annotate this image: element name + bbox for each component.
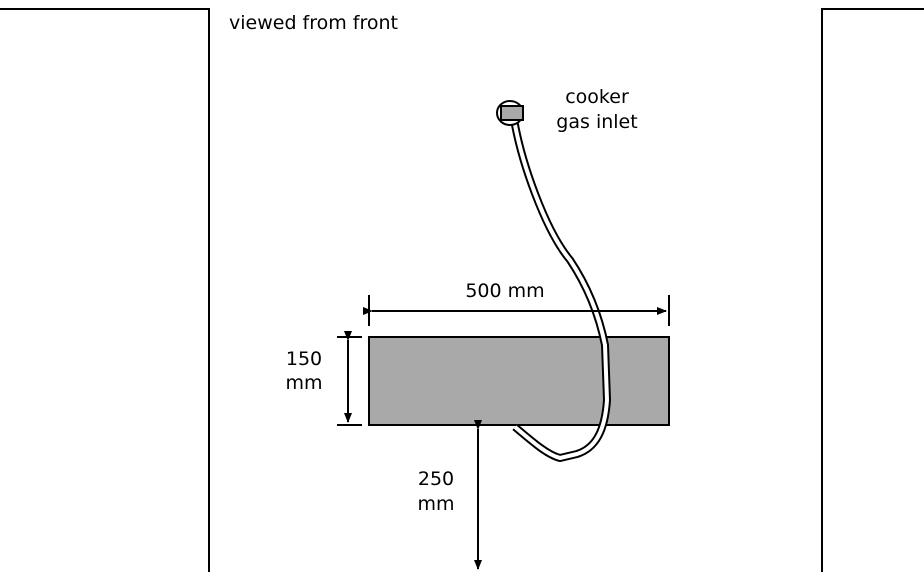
gas-box xyxy=(368,336,670,426)
right-wall-outline xyxy=(821,8,924,572)
height-dimension xyxy=(337,331,362,426)
inlet-label-line2: gas inlet xyxy=(556,111,637,133)
left-wall-outline xyxy=(0,8,210,572)
inlet-label-line1: cooker xyxy=(565,86,629,108)
width-dimension-label: 500 mm xyxy=(465,280,544,302)
height-dimension-value: 150 xyxy=(286,348,322,370)
clearance-dimension-value: 250 xyxy=(418,468,454,490)
gas-pipe xyxy=(509,112,611,462)
gas-inlet-fitting xyxy=(496,100,524,126)
clearance-dimension-unit: mm xyxy=(417,493,454,515)
view-label: viewed from front xyxy=(229,12,398,34)
height-dimension-unit: mm xyxy=(285,372,322,394)
width-dimension xyxy=(363,295,670,326)
